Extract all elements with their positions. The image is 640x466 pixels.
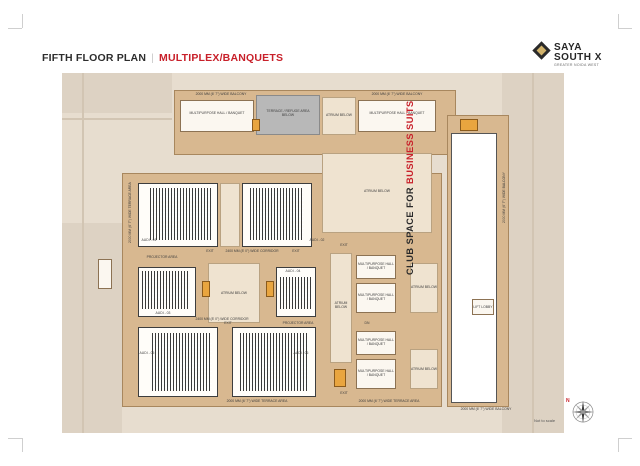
exit-label: EXIT xyxy=(292,249,300,253)
crop-mark xyxy=(618,438,632,439)
logo-line-1: SAYA xyxy=(554,42,582,53)
audi-06-label: AUDI - 06 xyxy=(293,351,309,355)
banquet-hall-r2-label: MULTIPURPOSE HALL / BANQUET xyxy=(358,293,394,301)
corridor-label: 2000 MM (6' 7") WIDE TERRACE AREA xyxy=(358,399,420,403)
north-indicator: N xyxy=(566,398,570,404)
atrium-left-col xyxy=(330,253,352,363)
atrium-left-col-label: ATRIUM BELOW xyxy=(334,301,348,309)
lift-lobby xyxy=(472,299,494,315)
crop-mark xyxy=(618,28,632,29)
audi-02-label: AUDI - 02 xyxy=(309,238,325,242)
atrium-right-bottom-label: ATRIUM BELOW xyxy=(411,367,437,371)
logo-mark-icon xyxy=(532,41,551,60)
corridor-label: 2400 MM (8' 0") WIDE CORRIDOR xyxy=(225,249,279,253)
atrium-main-label: ATRIUM BELOW xyxy=(364,189,390,193)
seating-rows xyxy=(240,333,308,391)
corridor-label: 2000 MM (6' 7") WIDE TERRACE AREA xyxy=(226,399,288,403)
terrace-refuge-area xyxy=(256,95,320,135)
atrium-right-col xyxy=(410,263,438,313)
banquet-hall-r1 xyxy=(356,255,396,279)
background-line xyxy=(82,73,84,433)
banquet-hall-top-right xyxy=(358,100,436,132)
banquet-hall-top-left xyxy=(180,100,254,132)
background-block xyxy=(62,223,122,433)
corridor-label: 2000 MM (6' 7") WIDE BALCONY xyxy=(371,92,423,96)
crop-mark xyxy=(8,438,22,439)
audi-01-label: AUDI - 01 xyxy=(141,238,157,242)
floor-plan: MULTIPURPOSE HALL / BANQUET TERRACE / RE… xyxy=(62,73,564,433)
lift-core xyxy=(266,281,274,297)
lift-core xyxy=(460,119,478,131)
compass-icon xyxy=(572,401,594,423)
audi-03-label: AUDI - 03 xyxy=(155,311,171,315)
seating-rows xyxy=(250,188,304,240)
banquet-hall-r4 xyxy=(356,359,396,389)
banquet-hall-top-left-label: MULTIPURPOSE HALL / BANQUET xyxy=(189,111,245,115)
lift-core xyxy=(202,281,210,297)
stair-down: DN xyxy=(364,321,370,325)
corridor-label: 2000 MM (6' 7") WIDE BALCONY xyxy=(195,92,247,96)
seating-rows xyxy=(142,271,190,309)
logo-line-2: SOUTH X xyxy=(554,52,602,63)
logo-tagline: GREATER NOIDA WEST xyxy=(554,63,600,67)
banquet-hall-top-right-label: MULTIPURPOSE HALL / BANQUET xyxy=(369,111,425,115)
brand-logo: SAYA SOUTH X GREATER NOIDA WEST xyxy=(532,41,605,68)
crop-mark xyxy=(618,14,619,28)
seating-rows xyxy=(280,277,312,309)
exit-label: EXIT xyxy=(340,243,348,247)
corridor-label: 2400 MM (8' 0") WIDE CORRIDOR xyxy=(195,317,249,321)
scale-note: Not to scale xyxy=(534,418,556,423)
corridor-label: 2000 MM (6' 7") WIDE TERRACE AREA xyxy=(128,182,132,243)
seating-rows xyxy=(152,333,212,391)
club-space xyxy=(451,133,497,403)
banquet-hall-r3-label: MULTIPURPOSE HALL / BANQUET xyxy=(358,338,394,346)
exit-label: EXIT xyxy=(206,249,214,253)
crop-mark xyxy=(618,438,619,452)
banquet-hall-r2 xyxy=(356,283,396,313)
banquet-hall-r4-label: MULTIPURPOSE HALL / BANQUET xyxy=(358,369,394,377)
atrium-right-bottom xyxy=(410,349,438,389)
projector-label: PROJECTOR AREA xyxy=(282,321,314,325)
crop-mark xyxy=(22,438,23,452)
floor-title: FIFTH FLOOR PLAN xyxy=(42,52,147,64)
audi-04-label: AUDI - 04 xyxy=(285,269,301,273)
page-title: FIFTH FLOOR PLAN | MULTIPLEX/BANQUETS xyxy=(42,52,283,64)
atrium-right-col-label: ATRIUM BELOW xyxy=(411,285,437,289)
title-separator: | xyxy=(151,52,155,64)
club-space-prefix: CLUB SPACE FOR xyxy=(405,187,415,275)
club-space-highlight: BUSINESS SUITS xyxy=(405,100,415,184)
lift-core xyxy=(252,119,260,131)
stair-left xyxy=(98,259,112,289)
background-line xyxy=(62,118,172,120)
seating-rows xyxy=(150,188,212,240)
projector-area-top xyxy=(220,183,240,247)
background-block xyxy=(62,73,172,113)
atrium-top-label: ATRIUM BELOW xyxy=(326,113,352,117)
audi-05-label: AUDI - 05 xyxy=(139,351,155,355)
banquet-hall-r1-label: MULTIPURPOSE HALL / BANQUET xyxy=(358,262,394,270)
club-space-title: CLUB SPACE FOR BUSINESS SUITS xyxy=(405,100,415,275)
exit-label: EXIT xyxy=(224,321,232,325)
corridor-label: 2000 MM (6' 7") WIDE BALCONY xyxy=(460,407,512,411)
terrace-refuge-label: TERRACE / REFUGE AREA BELOW xyxy=(266,109,310,117)
atrium-main xyxy=(322,153,432,233)
lift-lobby-label: LIFT LOBBY xyxy=(473,305,493,309)
atrium-mid-label: ATRIUM BELOW xyxy=(221,291,247,295)
atrium-top xyxy=(322,97,356,135)
crop-mark xyxy=(8,28,22,29)
projector-label: PROJECTOR AREA xyxy=(146,255,178,259)
background-line xyxy=(532,73,534,433)
floor-subtitle: MULTIPLEX/BANQUETS xyxy=(159,52,284,64)
lift-core xyxy=(334,369,346,387)
crop-mark xyxy=(22,14,23,28)
banquet-hall-r3 xyxy=(356,331,396,355)
exit-label: EXIT xyxy=(340,391,348,395)
corridor-label: 2000 MM (6' 7") WIDE BALCONY xyxy=(502,172,506,223)
